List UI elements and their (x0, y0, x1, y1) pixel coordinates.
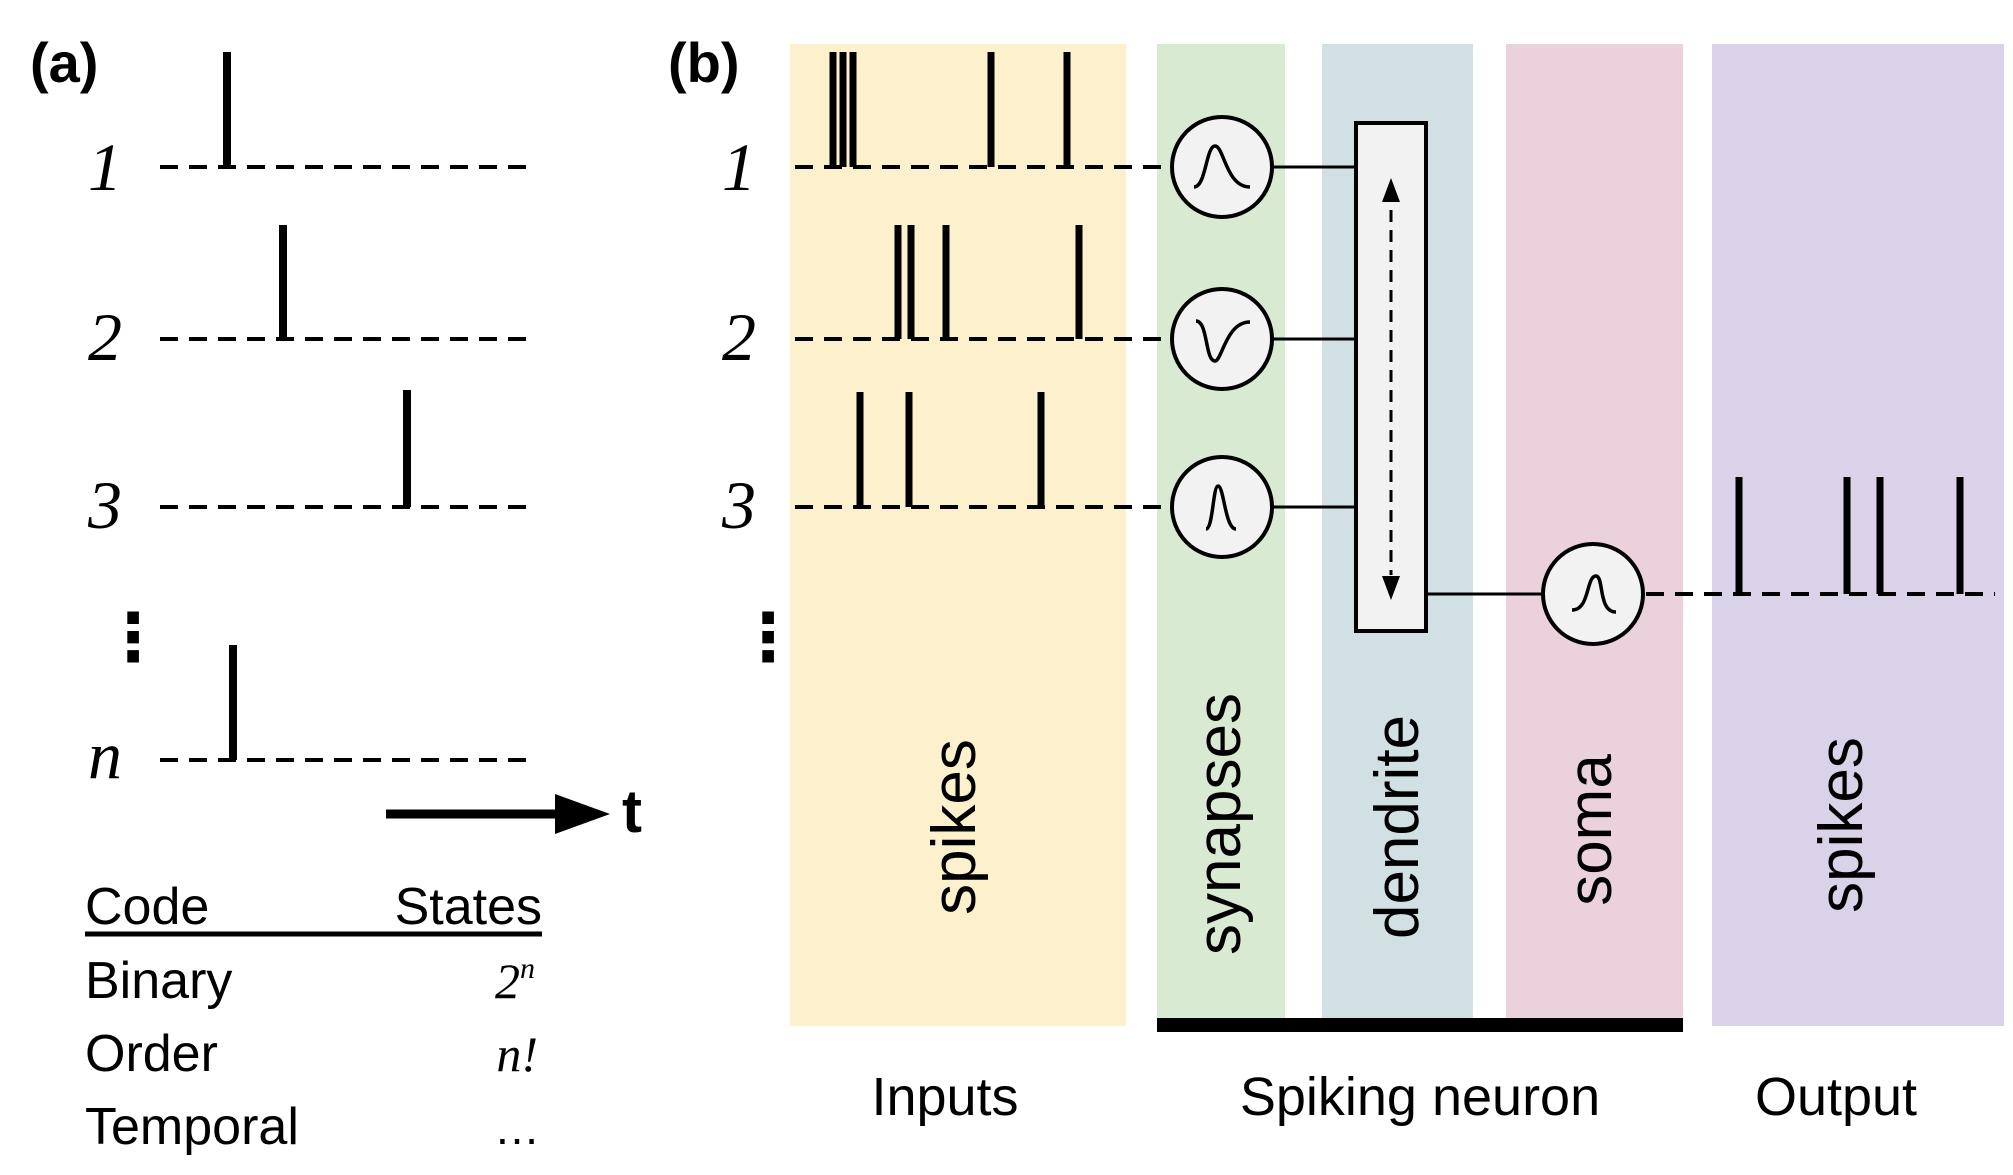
table-header-states: States (395, 878, 542, 936)
input-spikes (829, 52, 1083, 507)
row-label-3: 3 (721, 467, 756, 543)
time-arrow: t (386, 778, 642, 845)
band-label-inputs: spikes (920, 739, 989, 915)
synapse-node-2 (1170, 287, 1274, 391)
panel-a-row-labels: 1 2 3 ⋮ n (87, 129, 166, 793)
neuron-group-bar (1157, 1018, 1683, 1032)
dendrite-box (1354, 121, 1428, 633)
table-row-code: Temporal (85, 1098, 299, 1156)
row-label-ellipsis: ⋮ (735, 600, 801, 674)
group-label-inputs: Inputs (871, 1067, 1018, 1127)
row-label-1: 1 (722, 129, 756, 205)
row-label-ellipsis: ⋮ (100, 600, 166, 674)
panel-b-row-labels: 1 2 3 ⋮ (721, 129, 801, 674)
synapse-node-1 (1170, 115, 1274, 219)
soma-node (1541, 542, 1645, 646)
row-label-2: 2 (88, 299, 122, 375)
group-label-output: Output (1755, 1067, 1917, 1127)
row-label-2: 2 (722, 299, 756, 375)
panel-a-baselines (160, 165, 532, 762)
panel-a-label: (a) (30, 31, 98, 94)
code-table: Code States Binary 2n Order n! Temporal … (85, 878, 542, 1156)
inhibitory-kernel-icon (1195, 319, 1251, 363)
states-sup: n (520, 952, 535, 985)
fast-kernel-icon (1204, 484, 1237, 531)
row-label-3: 3 (87, 467, 122, 543)
table-row-code: Order (85, 1025, 218, 1083)
table-row-states: 2n (495, 952, 535, 1009)
table-header-code: Code (85, 878, 209, 936)
band-label-synapses: synapses (1185, 693, 1254, 955)
time-label: t (622, 778, 642, 845)
row-label-n: n (88, 717, 122, 793)
table-row-code: Binary (85, 952, 232, 1010)
row-label-1: 1 (88, 129, 122, 205)
band-label-output: spikes (1807, 737, 1876, 913)
synapse-node-3 (1170, 455, 1274, 559)
table-row-states: … (494, 1102, 540, 1154)
output-spikes (1735, 477, 1964, 594)
band-label-dendrite: dendrite (1363, 715, 1432, 939)
excitatory-kernel-icon (1193, 144, 1251, 189)
dendrite-arrow-down-icon (1382, 576, 1400, 600)
band-soma (1506, 44, 1683, 1026)
band-inputs (790, 44, 1126, 1026)
spike-kernel-icon (1571, 574, 1617, 614)
band-output (1712, 44, 2004, 1026)
panel-a-spikes (223, 52, 411, 760)
table-row-states: n! (496, 1026, 538, 1082)
states-base: 2 (495, 953, 520, 1009)
band-label-soma: soma (1556, 754, 1625, 906)
time-arrow-head (555, 794, 610, 834)
panel-b-label: (b) (668, 31, 740, 94)
group-label-neuron: Spiking neuron (1240, 1067, 1600, 1127)
dendrite-arrow-up-icon (1382, 178, 1400, 202)
synapse-connectors (1272, 165, 1542, 596)
